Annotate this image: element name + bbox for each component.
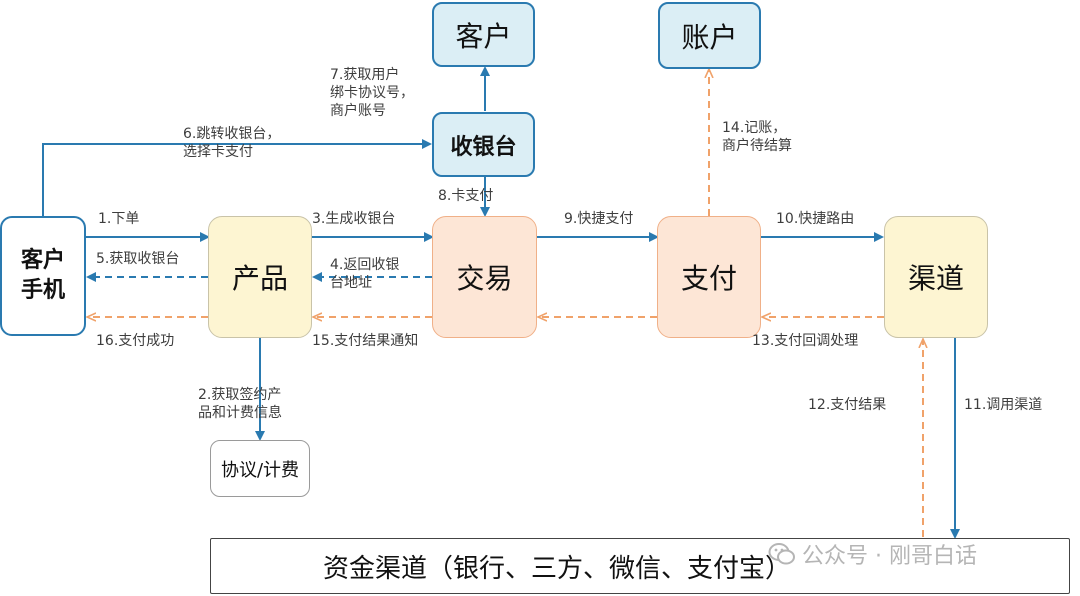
edge-label-8: 8.卡支付: [438, 188, 494, 204]
edge-label-12: 12.支付结果: [808, 397, 887, 413]
edge-label-6: 6.跳转收银台， 选择卡支付: [183, 126, 281, 160]
edge-label-7: 7.获取用户 绑卡协议号， 商户账号: [330, 67, 414, 119]
edge-6-arrow: [42, 139, 432, 216]
edge-label-14: 14.记账， 商户待结算: [722, 120, 792, 154]
node-payment-label: 支付: [680, 262, 737, 295]
edge-label-1: 1.下单: [98, 211, 140, 227]
node-contract: 协议/计费: [210, 440, 310, 497]
node-trade: 交易: [432, 216, 537, 338]
watermark-text: 公众号 · 刚哥白话: [802, 544, 977, 569]
edge-label-13: 13.支付回调处理: [752, 333, 859, 349]
node-product: 产品: [208, 216, 312, 338]
edge-label-3: 3.生成收银台: [312, 211, 396, 227]
node-channel: 渠道: [884, 216, 988, 338]
node-phone-label: 客户 手机: [20, 248, 65, 303]
edge-label-10: 10.快捷路由: [776, 211, 855, 227]
edge-label-5: 5.获取收银台: [96, 251, 180, 267]
node-cashier-label: 收银台: [450, 134, 517, 160]
node-account-label: 账户: [681, 20, 738, 54]
node-funds: 资金渠道（银行、三方、微信、支付宝）: [210, 538, 1070, 594]
node-customer: 客户: [432, 2, 535, 67]
node-payment: 支付: [657, 216, 761, 338]
watermark: 公众号 · 刚哥白话: [768, 538, 977, 570]
node-cashier: 收银台: [432, 112, 535, 177]
node-phone: 客户 手机: [0, 216, 86, 336]
edge-label-2: 2.获取签约产 品和计费信息: [198, 387, 282, 421]
edge-label-16: 16.支付成功: [96, 333, 175, 349]
node-product-label: 产品: [231, 262, 288, 295]
node-channel-label: 渠道: [907, 262, 964, 295]
node-customer-label: 客户: [455, 19, 512, 53]
node-account: 账户: [658, 2, 761, 69]
edge-label-15: 15.支付结果通知: [312, 333, 419, 349]
node-contract-label: 协议/计费: [220, 459, 300, 481]
edge-label-4: 4.返回收银 台地址: [330, 257, 400, 291]
edge-label-9: 9.快捷支付: [564, 211, 634, 227]
edge-label-11: 11.调用渠道: [964, 397, 1043, 413]
node-trade-label: 交易: [456, 262, 513, 295]
node-funds-label: 资金渠道（银行、三方、微信、支付宝）: [323, 553, 792, 584]
wechat-logo-icon: [768, 543, 795, 565]
